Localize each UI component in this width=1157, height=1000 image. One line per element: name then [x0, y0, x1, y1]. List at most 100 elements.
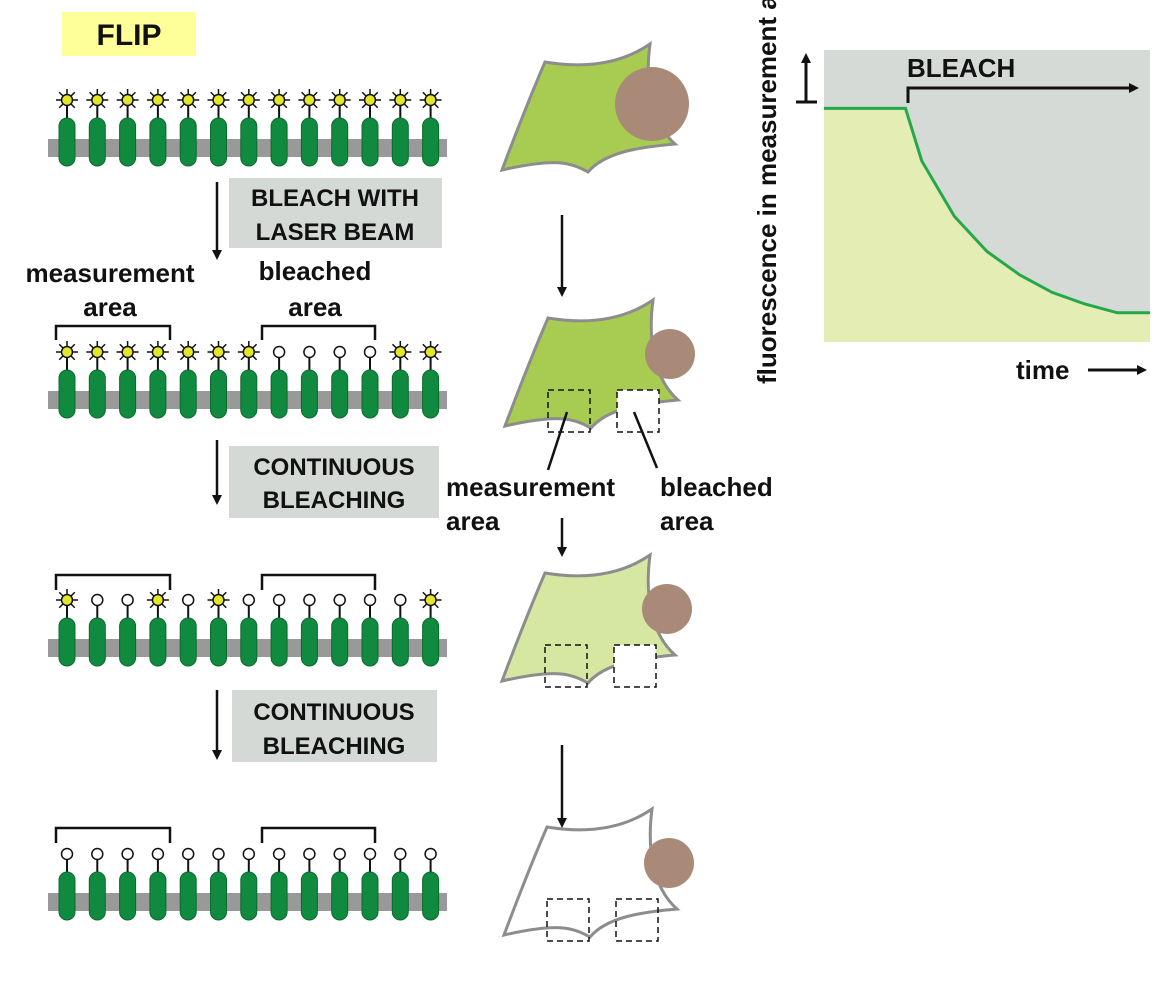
membrane-protein: [240, 847, 258, 921]
fluorophore-on-icon: [86, 341, 109, 363]
fluorophore-ray: [434, 91, 439, 97]
membrane-protein: [237, 89, 260, 167]
protein-body: [58, 117, 76, 167]
fluorophore-ray: [422, 603, 427, 609]
membrane-protein: [116, 89, 139, 167]
fluorophore-off-icon: [272, 593, 286, 607]
cell-measurement-pointer: [546, 411, 569, 471]
protein-body: [149, 617, 167, 667]
fluorophore-ray: [161, 603, 167, 609]
fluorophore-ray: [191, 343, 197, 349]
fluorophore-ray: [343, 103, 349, 109]
protein-body: [391, 617, 409, 667]
fluorophore-ray: [361, 91, 367, 97]
bleached-bracket-row3: [260, 573, 377, 590]
membrane-protein: [331, 847, 349, 921]
membrane-row-2: [48, 341, 447, 419]
membrane-protein: [419, 89, 442, 167]
fluorophore-ray: [404, 343, 409, 349]
fluorophore-ray: [210, 103, 215, 109]
bleached-bracket-row4: [260, 826, 377, 843]
fluorophore-off-icon: [333, 593, 346, 607]
fluorophore-on-icon: [328, 89, 351, 111]
step-label-3-line1: CONTINUOUS: [253, 699, 414, 726]
fluorophore-ray: [210, 91, 215, 97]
bleached-area-box: [616, 389, 660, 433]
step-label-1-background: [229, 178, 442, 248]
fluorophore-core: [60, 593, 74, 607]
protein-body: [88, 617, 106, 667]
protein-body: [361, 369, 379, 419]
fluorophore-ray: [222, 103, 227, 109]
protein-body: [149, 117, 167, 167]
protein-body: [179, 871, 197, 921]
protein-body: [240, 369, 258, 419]
membrane-protein: [240, 593, 258, 667]
fluorophore-ray: [391, 355, 397, 361]
fluorophore-off-icon: [91, 847, 104, 861]
fluorophore-ray: [161, 591, 167, 597]
fluorophore-core: [181, 345, 195, 359]
membrane-protein: [419, 589, 442, 667]
membrane-protein: [391, 593, 409, 667]
protein-body: [58, 871, 76, 921]
fluorophore-ray: [119, 91, 124, 97]
fluorophore-ray: [101, 343, 106, 349]
fluorophore-ray: [58, 355, 64, 361]
fluorophore-on-icon: [268, 89, 291, 111]
membrane-protein: [270, 345, 288, 419]
fluorophore-ray: [313, 91, 318, 97]
membrane-protein: [149, 847, 167, 921]
fluorophore-ray: [149, 91, 155, 97]
membrane-protein: [361, 593, 379, 667]
fluorophore-on-icon: [419, 341, 442, 363]
fluorophore-ray: [434, 355, 439, 361]
fluorophore-ray: [331, 91, 336, 97]
fluorophore-ray: [422, 91, 427, 97]
fluorophore-ray: [161, 343, 167, 349]
fluorophore-core: [60, 345, 74, 359]
fluorophore-ray: [373, 91, 379, 97]
fluorophore-ray: [434, 343, 439, 349]
fluorophore-ray: [391, 103, 397, 109]
protein-body: [391, 369, 409, 419]
bleached-bracket-row2: [260, 324, 377, 340]
fluorophore-core: [394, 345, 407, 359]
membrane-protein: [359, 89, 381, 167]
membrane-protein: [146, 589, 169, 667]
fluorophore-ray: [434, 103, 439, 109]
protein-body: [391, 871, 409, 921]
fluorophore-on-icon: [419, 589, 442, 611]
protein-body: [300, 617, 318, 667]
bleach-marker-arrow: [906, 83, 1139, 103]
fluorophore-ray: [70, 91, 76, 97]
membrane-protein: [207, 89, 230, 167]
membrane-protein: [270, 847, 288, 921]
cell-1: [499, 40, 689, 174]
membrane-protein: [419, 341, 442, 419]
membrane-protein: [177, 341, 200, 419]
membrane-protein: [119, 593, 137, 667]
fluorophore-ray: [373, 103, 379, 109]
protein-body: [361, 871, 379, 921]
fluorophore-ray: [119, 355, 124, 361]
step-label-1-line2: LASER BEAM: [256, 219, 415, 246]
protein-body: [270, 369, 288, 419]
protein-body: [119, 369, 137, 419]
membrane-protein: [210, 847, 227, 921]
protein-body: [179, 369, 197, 419]
fluorophore-ray: [70, 355, 76, 361]
fluorophore-ray: [119, 343, 124, 349]
step-label-2-line2: BLEACHING: [263, 487, 406, 514]
nucleus: [615, 67, 689, 141]
fluorophore-ray: [240, 355, 246, 361]
membrane-protein: [298, 89, 321, 167]
fluorophore-ray: [70, 103, 76, 109]
membrane-protein: [86, 341, 109, 419]
fluorophore-ray: [422, 591, 427, 597]
membrane-protein: [116, 341, 139, 419]
fluorophore-ray: [282, 103, 288, 109]
fluorophore-off-icon: [394, 847, 407, 861]
fluorophore-core: [212, 593, 225, 607]
